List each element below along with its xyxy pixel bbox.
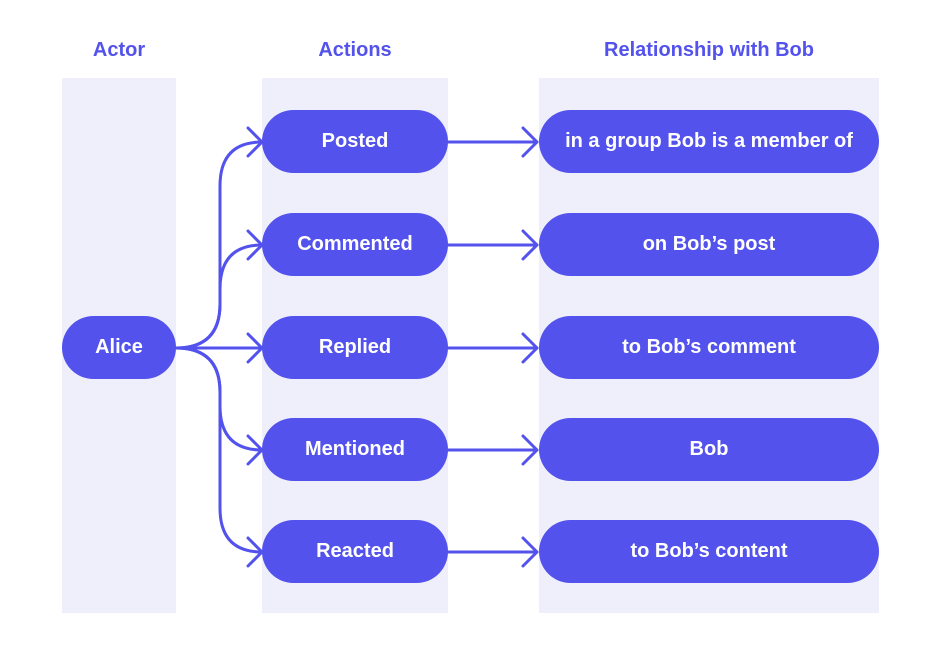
branch-to-posted [174,140,264,350]
action-node-mentioned: Mentioned [262,418,448,481]
arrowhead-replied [246,332,264,364]
action-node-commented: Commented [262,213,448,276]
arrowhead-mentioned [246,434,264,466]
action-node-replied: Replied [262,316,448,379]
branch-to-reacted [174,346,264,554]
relationship-node-post: on Bob’s post [539,213,879,276]
actions-header: Actions [318,39,392,61]
arrowhead-reacted [246,536,264,568]
action-node-reacted: Reacted [262,520,448,583]
actor-node-alice: Alice [62,316,176,379]
actor-header: Actor [92,39,146,61]
relationship-node-content: to Bob’s content [539,520,879,583]
relationship-node-bob: Bob [539,418,879,481]
branch-to-commented [174,243,264,350]
relationship-node-group: in a group Bob is a member of [539,110,879,173]
relationship-node-comment: to Bob’s comment [539,316,879,379]
relationship-header: Relationship with Bob [604,39,814,61]
action-node-posted: Posted [262,110,448,173]
arrowhead-commented [246,229,264,261]
arrowhead-posted [246,126,264,158]
branch-to-mentioned [174,346,264,452]
